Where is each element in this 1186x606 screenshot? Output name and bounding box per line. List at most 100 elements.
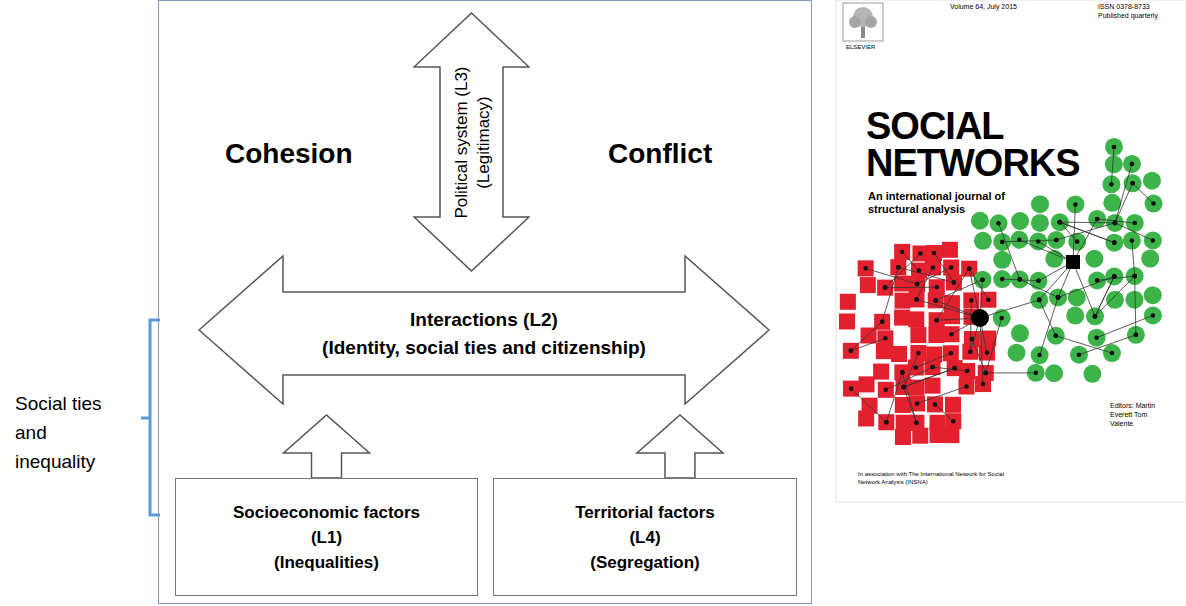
red-square <box>943 427 959 443</box>
journal-subtitle: An international journal of structural a… <box>868 190 1018 216</box>
network-dot <box>896 265 901 270</box>
network-dot <box>901 385 906 390</box>
network-dot <box>1134 333 1139 338</box>
network-tie <box>1133 183 1154 203</box>
green-circle <box>1031 195 1049 213</box>
network-dot <box>1095 278 1100 283</box>
network-dot <box>1073 202 1078 207</box>
network-dot <box>985 350 990 355</box>
green-circle <box>1144 306 1162 324</box>
network-dot <box>949 332 954 337</box>
network-dot <box>986 297 991 302</box>
red-square <box>959 363 975 379</box>
network-dot <box>1151 201 1156 206</box>
red-square <box>925 359 941 375</box>
network-dot <box>1110 351 1115 356</box>
green-circle <box>1144 231 1162 249</box>
network-tie <box>933 367 968 371</box>
network-dot <box>1113 221 1118 226</box>
network-dot <box>914 297 919 302</box>
cover-frequency: Published quarterly <box>1098 11 1158 20</box>
network-dot <box>1130 162 1135 167</box>
network-dot <box>916 351 921 356</box>
red-square <box>944 326 960 342</box>
network-tie <box>1060 222 1115 224</box>
red-square <box>876 343 892 359</box>
network-dot <box>1112 274 1117 279</box>
cover-association: In association with The International Ne… <box>858 470 1008 486</box>
network-dot <box>968 349 973 354</box>
network-tie <box>1020 279 1058 297</box>
red-square <box>942 242 958 258</box>
network-tie <box>1060 222 1114 242</box>
network-dot <box>1056 295 1061 300</box>
network-tie <box>902 252 919 271</box>
network-dot <box>1130 238 1135 243</box>
network-dot <box>884 388 889 393</box>
double-arrow-horizontal: Interactions (L2)(Identity, social ties … <box>198 255 770 405</box>
hub-square <box>1066 255 1080 269</box>
node-text: Interactions (L2) <box>410 306 558 334</box>
network-dot <box>1037 353 1042 358</box>
green-circle <box>1123 232 1141 250</box>
network-dot <box>948 351 953 356</box>
network-dot <box>1094 335 1099 340</box>
red-square <box>925 259 941 275</box>
block-arrow <box>284 415 370 478</box>
node-text: (Segregation) <box>590 550 700 575</box>
red-square <box>839 313 855 329</box>
hub-circle <box>971 309 989 327</box>
red-square <box>858 410 874 426</box>
red-square <box>943 260 959 276</box>
node-text: Political system (L3) <box>450 66 472 218</box>
network-dot <box>1113 221 1118 226</box>
side-label: Social ties and inequality <box>15 389 127 476</box>
network-dot <box>1037 298 1042 303</box>
arrow-shape <box>414 13 529 271</box>
red-square <box>878 382 894 398</box>
red-square <box>860 277 876 293</box>
network-dot <box>968 349 973 354</box>
green-circle <box>1123 155 1141 173</box>
red-square <box>926 245 942 261</box>
arrow-shape <box>199 256 769 404</box>
network-tie <box>1132 241 1135 277</box>
green-circle <box>1143 172 1161 190</box>
network-dot <box>983 371 988 376</box>
network-dot <box>934 318 939 323</box>
network-dot <box>949 265 954 270</box>
network-dot <box>918 251 923 256</box>
network-dot <box>1058 220 1063 225</box>
network-dot <box>883 285 888 290</box>
network-tie <box>904 368 955 387</box>
network-tie <box>866 268 917 284</box>
network-tie <box>917 268 951 284</box>
red-square <box>890 259 906 275</box>
network-dot <box>1132 274 1137 279</box>
red-square <box>873 364 889 380</box>
network-dot <box>884 420 889 425</box>
network-dot <box>1017 237 1022 242</box>
network-dot <box>1132 274 1137 279</box>
network-dot <box>980 277 985 282</box>
network-tie <box>1040 297 1058 355</box>
red-square <box>894 310 910 326</box>
network-tie <box>1060 222 1114 242</box>
network-tie <box>972 339 986 373</box>
arrow-outline <box>198 255 770 405</box>
node-text: (Inequalities) <box>274 550 379 575</box>
network-dot <box>1130 181 1135 186</box>
network-tie <box>986 372 1036 373</box>
network-dot <box>883 285 888 290</box>
network-dot <box>933 298 938 303</box>
network-dot <box>1058 220 1063 225</box>
network-dot <box>952 280 957 285</box>
text-area: Interactions (L2)(Identity, social ties … <box>283 292 685 375</box>
network-dot <box>884 420 889 425</box>
network-dot <box>1109 182 1114 187</box>
network-tie <box>904 353 919 387</box>
network-dot <box>1000 277 1005 282</box>
network-dot <box>1093 314 1098 319</box>
network-dot <box>1058 220 1063 225</box>
red-square <box>895 429 911 445</box>
